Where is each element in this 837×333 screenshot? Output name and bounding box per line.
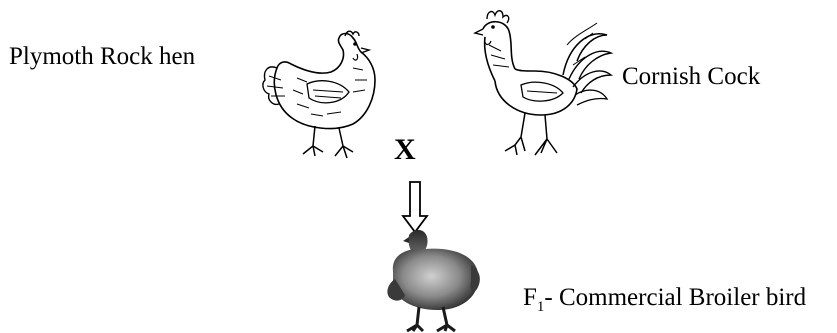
plymouth-rock-hen-label: Plymoth Rock hen xyxy=(9,44,195,69)
cross-symbol: X xyxy=(394,135,416,165)
f1-text: - Commercial Broiler bird xyxy=(544,284,806,311)
f1-commercial-broiler-label: F1- Commercial Broiler bird xyxy=(523,285,806,315)
hen-illustration xyxy=(257,28,397,163)
broiler-bird-image xyxy=(379,225,515,333)
cornish-cock-label: Cornish Cock xyxy=(622,64,760,89)
f1-prefix: F xyxy=(523,284,537,311)
cock-illustration xyxy=(465,5,615,165)
